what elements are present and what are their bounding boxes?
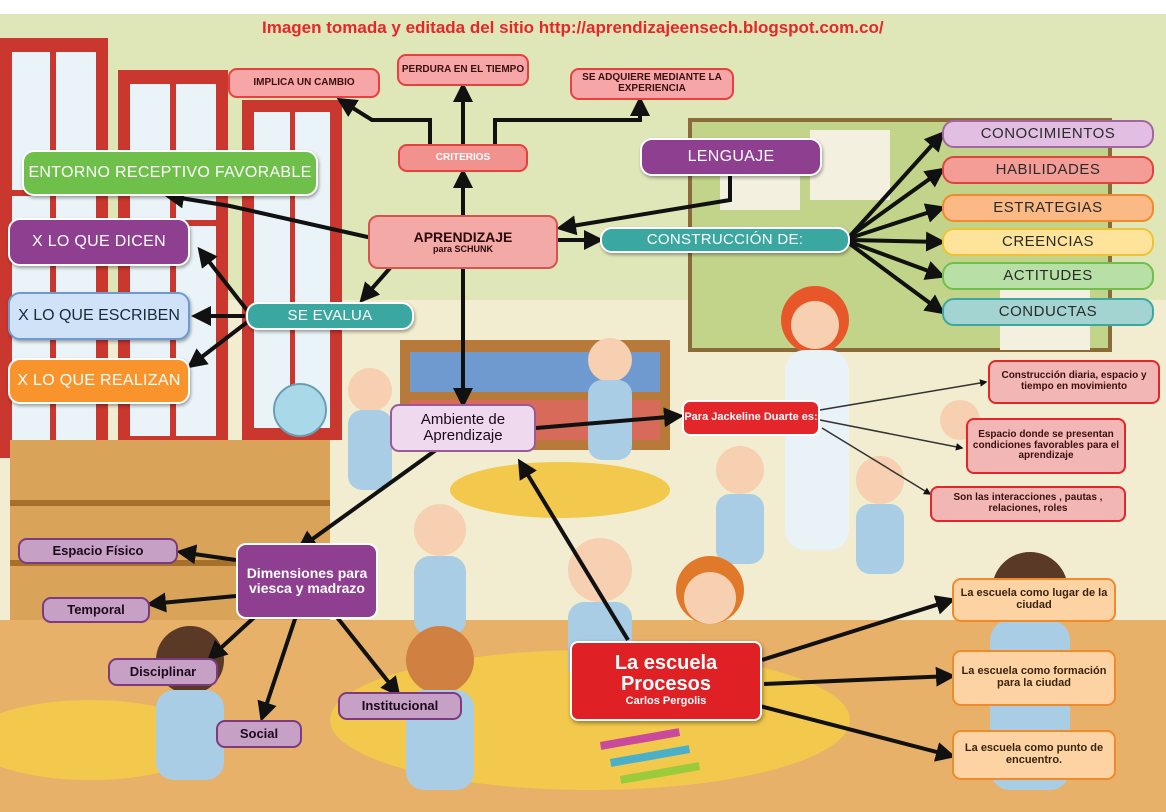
escuela-formacion-ciudad: La escuela como formación para la ciudad bbox=[952, 650, 1116, 706]
escuela-author: Carlos Pergolis bbox=[625, 695, 707, 708]
jackeline-node: Para Jackeline Duarte es: bbox=[682, 400, 820, 436]
escuela-title: La escuela bbox=[614, 652, 718, 675]
dimensiones-node: Dimensiones para viesca y madrazo bbox=[236, 543, 378, 619]
dimension-temporal: Temporal bbox=[42, 597, 150, 623]
dimension-espacio-fisico: Espacio Físico bbox=[18, 538, 178, 564]
criterio-perdura-tiempo: PERDURA EN EL TIEMPO bbox=[397, 54, 529, 86]
criterio-experiencia: SE ADQUIERE MEDIANTE LA EXPERIENCIA bbox=[570, 68, 734, 100]
jackeline-construccion-diaria: Construcción diaria, espacio y tiempo en… bbox=[988, 360, 1160, 404]
dimension-social: Social bbox=[216, 720, 302, 748]
evalua-realizan: X LO QUE REALIZAN bbox=[8, 358, 190, 404]
escuela-punto-encuentro: La escuela como punto de encuentro. bbox=[952, 730, 1116, 780]
dimension-institucional: Institucional bbox=[338, 692, 462, 720]
lenguaje-node: LENGUAJE bbox=[640, 138, 822, 176]
evalua-dicen: X LO QUE DICEN bbox=[8, 218, 190, 266]
fishbowl bbox=[273, 383, 327, 437]
construccion-conocimientos: CONOCIMIENTOS bbox=[942, 120, 1154, 148]
construccion-actitudes: ACTITUDES bbox=[942, 262, 1154, 290]
construccion-estrategias: ESTRATEGIAS bbox=[942, 194, 1154, 222]
escuela-node: La escuela Procesos Carlos Pergolis bbox=[570, 641, 762, 721]
escuela-subtitle: Procesos bbox=[620, 673, 712, 696]
dimension-disciplinar: Disciplinar bbox=[108, 658, 218, 686]
ambiente-node: Ambiente de Aprendizaje bbox=[390, 404, 536, 452]
jackeline-espacio-favorable: Espacio donde se presentan condiciones f… bbox=[966, 418, 1126, 474]
aprendizaje-subtitle: para SCHUNK bbox=[432, 243, 493, 254]
construccion-habilidades: HABILIDADES bbox=[942, 156, 1154, 184]
jackeline-interacciones: Son las interacciones , pautas , relacio… bbox=[930, 486, 1126, 522]
criterio-implica-cambio: IMPLICA UN CAMBIO bbox=[228, 68, 380, 98]
crayons bbox=[599, 728, 701, 784]
construccion-conductas: CONDUCTAS bbox=[942, 298, 1154, 326]
aprendizaje-node: APRENDIZAJE para SCHUNK bbox=[368, 215, 558, 269]
criterios-node: CRITERIOS bbox=[398, 144, 528, 172]
entorno-node: ENTORNO RECEPTIVO FAVORABLE bbox=[22, 150, 318, 196]
source-caption: Imagen tomada y editada del sitio http:/… bbox=[262, 18, 884, 37]
construccion-node: CONSTRUCCIÓN DE: bbox=[600, 227, 850, 253]
se-evalua-node: SE EVALUA bbox=[246, 302, 414, 330]
evalua-escriben: X LO QUE ESCRIBEN bbox=[8, 292, 190, 340]
construccion-creencias: CREENCIAS bbox=[942, 228, 1154, 256]
aprendizaje-title: APRENDIZAJE bbox=[413, 228, 513, 245]
escuela-lugar-ciudad: La escuela como lugar de la ciudad bbox=[952, 578, 1116, 622]
table-round bbox=[450, 462, 670, 518]
